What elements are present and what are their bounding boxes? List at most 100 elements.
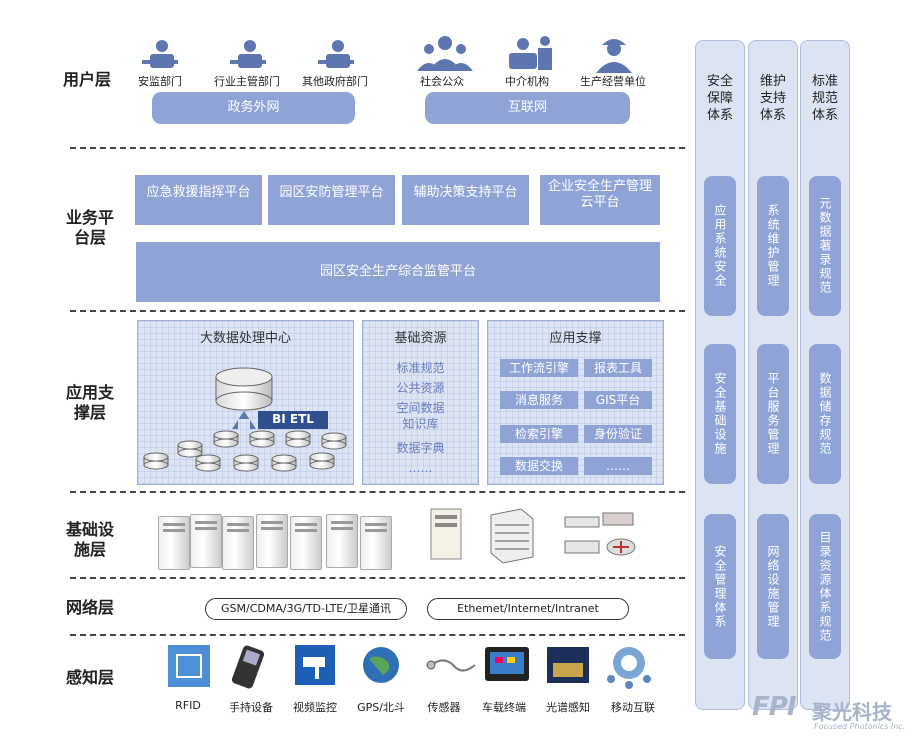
user-public-1: 中介机构 (505, 75, 549, 88)
worker-icon (596, 39, 632, 73)
platform-box-1: 园区安防管理平台 (268, 175, 395, 225)
switch-icon (564, 512, 634, 554)
database-icon (271, 454, 297, 472)
system-item-label: 平台服务管理 (766, 372, 780, 456)
base-item-4: 数据字典 (396, 441, 445, 455)
database-icon (249, 430, 275, 448)
system-item: 平台服务管理 (757, 344, 789, 484)
app-item-1-0: 消息服务 (500, 391, 578, 409)
sensor-icon (426, 659, 476, 672)
separator (70, 577, 685, 579)
layer-label-infra: 基础设 施层 (65, 520, 114, 559)
system-column-standards: 标准 规范 体系 元数据著录规范 数据储存规范 目录资源体系规范 (800, 40, 850, 710)
upload-arrow-icon (232, 411, 256, 429)
user-gov-2: 其他政府部门 (302, 75, 368, 88)
platform-box-3: 企业安全生产管理 云平台 (540, 175, 660, 225)
app-item-2-0: 检索引擎 (500, 425, 578, 443)
system-item-label: 安全管理体系 (713, 544, 727, 629)
base-item-3: 知识库 (402, 417, 439, 431)
separator (70, 310, 685, 312)
user-gov-0: 安监部门 (138, 75, 182, 88)
gov-user-icons (142, 40, 354, 68)
brand-name: 聚光科技 (812, 700, 892, 724)
main-platform-bar: 园区安全生产综合监管平台 (136, 242, 660, 302)
base-resource-title: 基础资源 (394, 331, 447, 346)
app-item-3-0: 数据交换 (500, 457, 578, 475)
router-icon (606, 538, 636, 556)
system-item-label: 数据储存规范 (818, 372, 832, 456)
spectrum-sensing-icon (547, 647, 589, 683)
platform-label: 辅助决策支持平台 (413, 185, 518, 200)
perception-label-6: 光谱感知 (546, 701, 590, 714)
app-item-0-0: 工作流引擎 (500, 359, 578, 377)
desk-user-icon (230, 40, 266, 68)
perception-label-2: 视频监控 (293, 701, 337, 714)
base-item-5: …… (408, 461, 433, 475)
layer-label-business: 业务平 台层 (65, 208, 114, 247)
vehicle-terminal-icon (485, 647, 529, 681)
system-item: 网络设施管理 (757, 514, 789, 659)
user-gov-1: 行业主管部门 (214, 75, 280, 88)
wireless-network-cloud: GSM/CDMA/3G/TD-LTE/卫星通讯 (205, 598, 407, 620)
gov-net-bar: 政务外网 (152, 92, 355, 124)
user-public-0: 社会公众 (420, 75, 464, 88)
group-icon (417, 36, 473, 71)
app-support-title: 应用支撑 (549, 331, 602, 346)
system-item: 安全管理体系 (704, 514, 736, 659)
base-resource-panel: 基础资源 标准规范 公共资源 空间数据 知识库 数据字典 …… (362, 320, 479, 485)
mobile-internet-icon (607, 647, 651, 689)
separator (70, 491, 685, 493)
hardware-icons (430, 508, 636, 564)
database-icon (285, 430, 311, 448)
perception-label-4: 传感器 (427, 701, 461, 714)
system-item: 目录资源体系规范 (809, 514, 841, 659)
platform-label: 园区安防管理平台 (279, 185, 384, 200)
layer-label-perception: 感知层 (65, 668, 114, 687)
separator (70, 147, 685, 149)
server-icon (290, 516, 322, 570)
database-icon (195, 454, 221, 472)
rfid-icon (168, 645, 210, 687)
brand-tagline: Focused Photonics Inc. (814, 722, 906, 731)
wired-network-cloud: Ethemet/Internet/Intranet (427, 598, 629, 620)
camera-icon (295, 645, 335, 685)
main-platform-label: 园区安全生产综合监管平台 (319, 264, 476, 279)
perception-label-3: GPS/北斗 (357, 701, 405, 714)
rack-server-icon (490, 508, 534, 564)
database-icon (321, 432, 347, 450)
big-database-icon (215, 367, 273, 411)
internet-bar: 互联网 (425, 92, 630, 124)
app-item-2-1: 身份验证 (584, 425, 652, 443)
platform-box-0: 应急救援指挥平台 (135, 175, 262, 225)
system-item: 应用系统安全 (704, 176, 736, 316)
platform-label: 企业安全生产管理 云平台 (547, 179, 652, 210)
system-item: 系统维护管理 (757, 176, 789, 316)
system-item-label: 应用系统安全 (713, 204, 727, 288)
system-item-label: 元数据著录规范 (818, 197, 832, 295)
base-item-2: 空间数据 (396, 401, 445, 415)
database-icon (143, 452, 169, 470)
system-item: 安全基础设施 (704, 344, 736, 484)
server-icon (222, 516, 254, 570)
app-item-3-1: …… (584, 457, 652, 475)
layer-label-app: 应用支 撑层 (65, 383, 114, 422)
layer-label-user: 用户层 (62, 70, 111, 89)
system-item-label: 目录资源体系规范 (818, 530, 832, 643)
handheld-device-icon (231, 645, 265, 689)
system-column-security: 安全 保障 体系 应用系统安全 安全基础设施 安全管理体系 (695, 40, 745, 710)
system-column-maintenance: 维护 支持 体系 系统维护管理 平台服务管理 网络设施管理 (748, 40, 798, 710)
bigdata-title: 大数据处理中心 (199, 331, 291, 346)
database-icon (177, 440, 203, 458)
globe-icon (363, 647, 399, 683)
system-title: 安全 保障 体系 (706, 74, 733, 123)
base-item-0: 标准规范 (396, 361, 445, 375)
bigdata-panel: 大数据处理中心 BI ETL (137, 320, 354, 485)
perception-label-1: 手持设备 (229, 701, 273, 714)
perception-icons (168, 645, 651, 689)
database-icon (309, 452, 335, 470)
app-support-panel: 应用支撑 工作流引擎 报表工具 消息服务 GIS平台 检索引擎 身份验证 数据交… (487, 320, 664, 485)
system-title: 维护 支持 体系 (759, 74, 786, 123)
system-title: 标准 规范 体系 (811, 74, 838, 123)
desk-user-icon (318, 40, 354, 68)
server-icon (158, 516, 190, 570)
